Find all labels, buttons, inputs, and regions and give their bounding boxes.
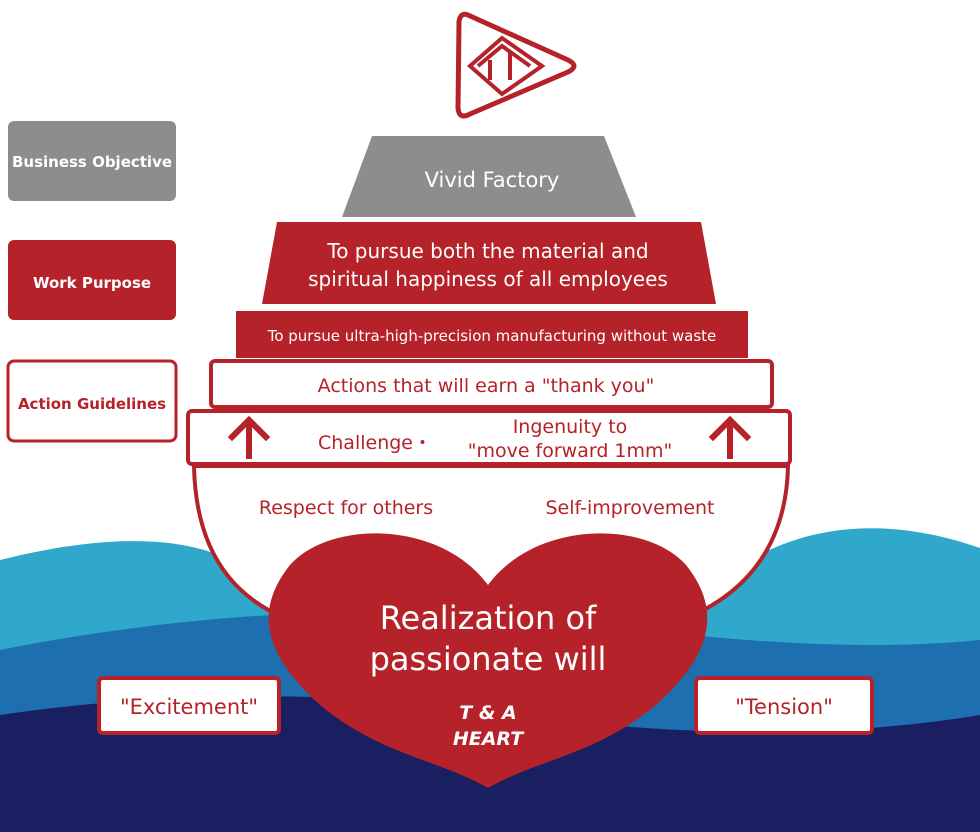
- tension-box: "Tension": [694, 676, 874, 735]
- legend-work-purpose: Work Purpose: [8, 240, 176, 320]
- logo: [455, 11, 577, 119]
- heart: Realization of passionate will T & A HEA…: [268, 533, 708, 788]
- heart-brand-line2: HEART: [453, 728, 525, 750]
- pyramid-work-purpose: To pursue both the material and spiritua…: [262, 222, 716, 304]
- heart-line2: passionate will: [370, 640, 607, 678]
- ingenuity-line1: Ingenuity to: [513, 416, 628, 438]
- legend-business-objective-label: Business Objective: [12, 153, 172, 171]
- excitement-box: "Excitement": [97, 676, 281, 735]
- respect-label: Respect for others: [259, 497, 433, 519]
- tension-label: "Tension": [735, 695, 833, 719]
- logo-mark-icon: [476, 43, 532, 80]
- heart-brand-line1: T & A: [459, 702, 516, 724]
- thank-you-box: Actions that will earn a "thank you": [209, 359, 774, 409]
- ingenuity-line2: "move forward 1mm": [468, 440, 673, 462]
- work-purpose-line2: spiritual happiness of all employees: [308, 267, 668, 291]
- heart-line1: Realization of: [380, 599, 597, 637]
- legend-business-objective: Business Objective: [8, 121, 176, 201]
- legend-action-guidelines-label: Action Guidelines: [18, 395, 166, 413]
- thank-you-label: Actions that will earn a "thank you": [318, 375, 655, 397]
- pyramid-top-label: Vivid Factory: [425, 168, 560, 192]
- challenge-label: Challenge・: [318, 432, 432, 454]
- excitement-label: "Excitement": [120, 695, 258, 719]
- up-arrow-right-icon: [708, 415, 752, 459]
- self-improvement-label: Self-improvement: [545, 497, 714, 519]
- legend-action-guidelines: Action Guidelines: [6, 359, 178, 443]
- challenge-box: Challenge・ Ingenuity to "move forward 1m…: [186, 409, 792, 466]
- work-purpose-line1: To pursue both the material and: [326, 239, 648, 263]
- logo-diamond-icon: [466, 35, 546, 97]
- play-triangle-logo-icon: [455, 11, 577, 119]
- heart-icon: [268, 533, 708, 788]
- pyramid-manufacturing: To pursue ultra-high-precision manufactu…: [236, 311, 748, 358]
- up-arrow-left-icon: [227, 415, 271, 459]
- legend-work-purpose-label: Work Purpose: [33, 274, 151, 292]
- pyramid-top: Vivid Factory: [342, 136, 636, 217]
- manufacturing-label: To pursue ultra-high-precision manufactu…: [267, 327, 717, 345]
